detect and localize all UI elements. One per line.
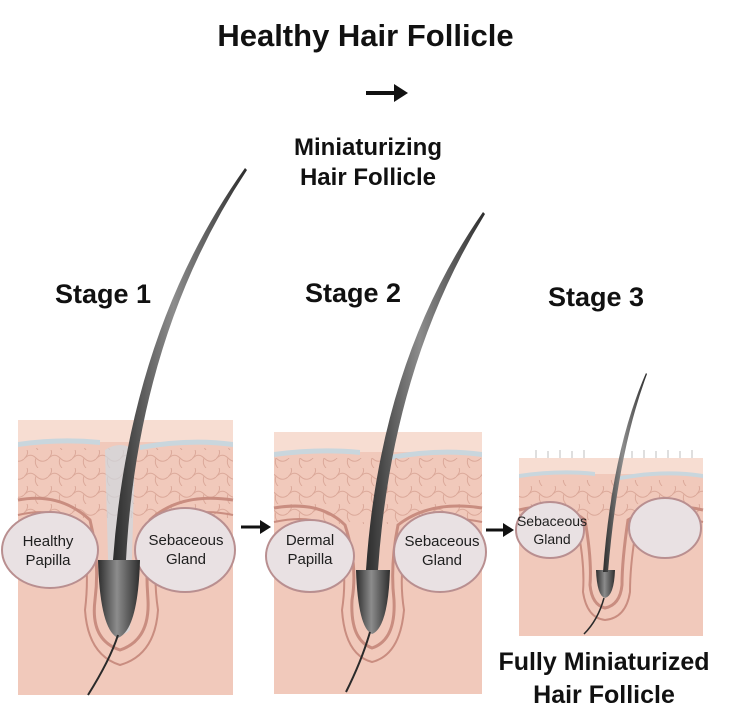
subtitle-line-2: Hair Follicle <box>299 164 437 191</box>
footer-line-1: Fully Miniaturized <box>498 648 710 676</box>
hair-shaft <box>603 373 647 572</box>
stage-3-panel <box>515 373 704 636</box>
stage-1-label: Stage 1 <box>55 279 152 309</box>
stage-3-gland-label: Sebaceous Gland <box>516 513 588 547</box>
papilla-shape <box>1 511 99 589</box>
subtitle-line-1: Miniaturizing <box>294 134 442 161</box>
stage-1-papilla-label: Healthy Papilla <box>22 533 74 569</box>
hair-bulb <box>356 570 390 634</box>
stage-2-gland-label: Sebaceous Gland <box>404 533 480 569</box>
stage-2-papilla-label: Dermal Papilla <box>285 532 335 568</box>
footer-caption: Fully Miniaturized Hair Follicle <box>454 646 731 712</box>
subtitle: Miniaturizing Hair Follicle <box>238 133 498 193</box>
stage-3-label: Stage 3 <box>548 282 645 312</box>
stage-2-label: Stage 2 <box>305 278 402 308</box>
gland-shape <box>393 511 487 593</box>
arrow-icon <box>486 523 514 537</box>
diagram-title: Healthy Hair Follicle <box>217 18 514 53</box>
gland-shape <box>515 501 585 559</box>
hair-bulb <box>596 570 615 598</box>
hair-shaft <box>366 212 485 570</box>
footer-line-2: Hair Follicle <box>533 681 675 709</box>
hair-shaft <box>113 168 247 560</box>
hair-bulb <box>98 560 140 638</box>
stage-1-panel <box>1 168 247 696</box>
stage-1-gland-label: Sebaceous Gland <box>148 532 224 568</box>
gland-shape <box>134 507 236 593</box>
arrow-icon <box>241 520 271 534</box>
papilla-shape <box>265 519 355 593</box>
stage-2-panel <box>265 212 487 694</box>
